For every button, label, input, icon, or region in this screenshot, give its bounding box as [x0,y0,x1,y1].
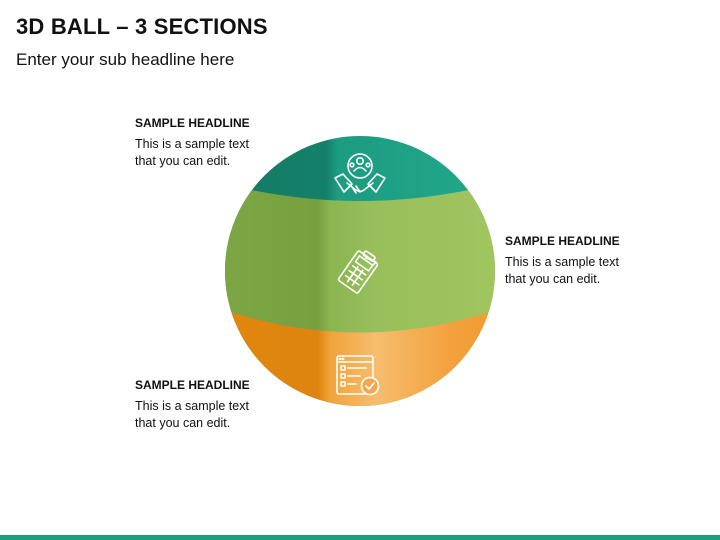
callout-1-headline: SAMPLE HEADLINE [135,116,250,130]
callout-3-text: This is a sample text that you can edit. [135,399,249,430]
callout-3-headline: SAMPLE HEADLINE [135,378,250,392]
page-subtitle: Enter your sub headline here [16,50,235,69]
teamwork-handshake-icon [334,153,386,194]
callout-2-headline: SAMPLE HEADLINE [505,234,620,248]
callout-section-2: SAMPLE HEADLINE This is a sample text th… [505,234,655,288]
calculator-clipboard-icon [337,250,379,294]
page-title: 3D BALL – 3 SECTIONS [16,14,268,39]
checklist-document-icon [336,355,380,396]
footer-accent-bar [0,535,720,540]
callout-2-text: This is a sample text that you can edit. [505,255,619,286]
callout-section-3: SAMPLE HEADLINE This is a sample text th… [135,378,285,432]
callout-1-text: This is a sample text that you can edit. [135,137,249,168]
callout-section-1: SAMPLE HEADLINE This is a sample text th… [135,116,285,170]
